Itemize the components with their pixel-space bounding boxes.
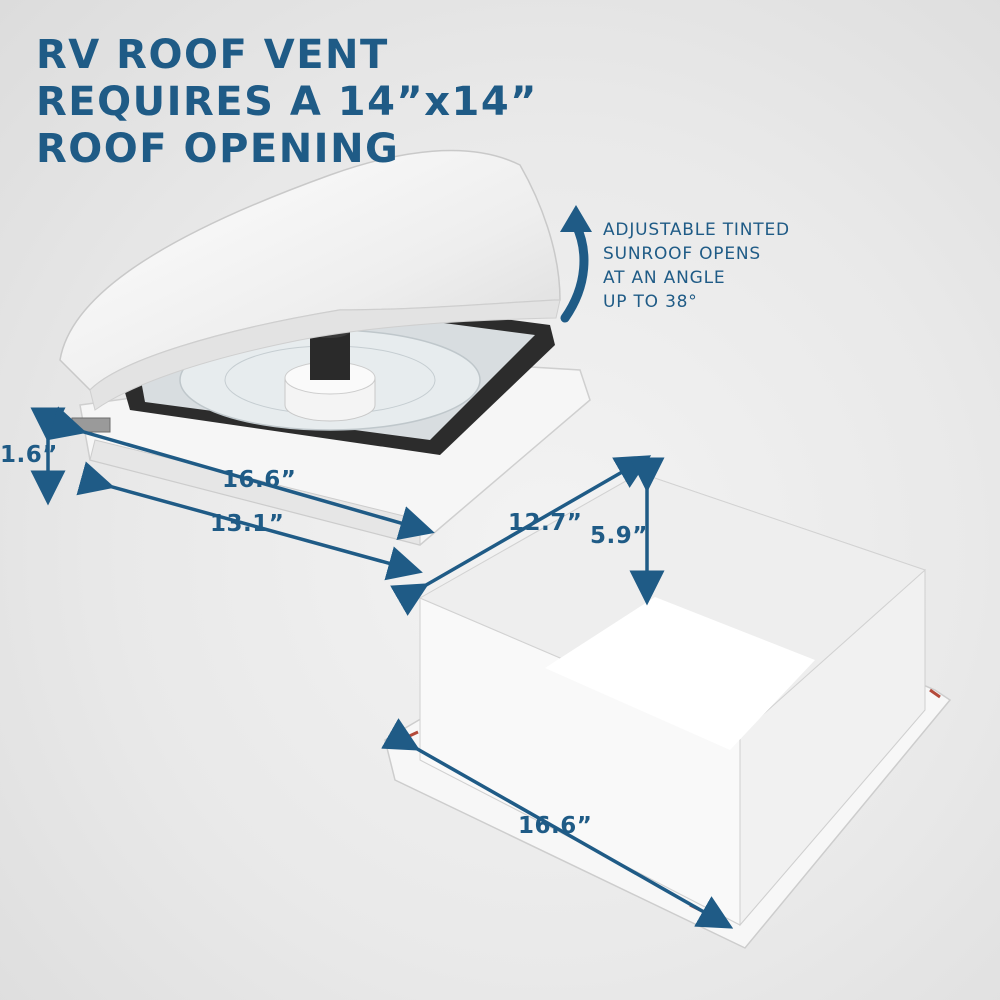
ceiling-garnish-image bbox=[384, 472, 952, 949]
headline-line-3: ROOF OPENING bbox=[36, 126, 400, 172]
lid-opening-arrow-icon bbox=[560, 205, 592, 323]
vent-inner-width-label: 13.1” bbox=[210, 511, 285, 537]
headline: RV ROOF VENT REQUIRES A 14”x14” ROOF OPE… bbox=[36, 32, 538, 173]
callout-line-3: AT AN ANGLE bbox=[603, 268, 726, 288]
callout-line-4: UP TO 38° bbox=[603, 292, 698, 312]
flange-width-label: 16.6” bbox=[518, 813, 593, 839]
headline-line-1: RV ROOF VENT bbox=[36, 32, 389, 78]
garnish-width-label: 12.7” bbox=[508, 510, 583, 536]
roof-vent-image bbox=[59, 149, 591, 546]
sunroof-callout: ADJUSTABLE TINTED SUNROOF OPENS AT AN AN… bbox=[603, 218, 790, 314]
vent-height-label: 1.6” bbox=[0, 442, 58, 468]
headline-line-2: REQUIRES A 14”x14” bbox=[36, 79, 538, 125]
dimension-arrows bbox=[30, 406, 734, 929]
vent-inner-width-arrow bbox=[76, 461, 423, 581]
callout-line-1: ADJUSTABLE TINTED bbox=[603, 220, 790, 240]
garnish-width-arrow bbox=[390, 455, 652, 616]
callout-line-2: SUNROOF OPENS bbox=[603, 244, 761, 264]
vent-outer-width-label: 16.6” bbox=[222, 467, 297, 493]
garnish-height-label: 5.9” bbox=[590, 523, 648, 549]
flange-width-arrow bbox=[381, 718, 734, 929]
